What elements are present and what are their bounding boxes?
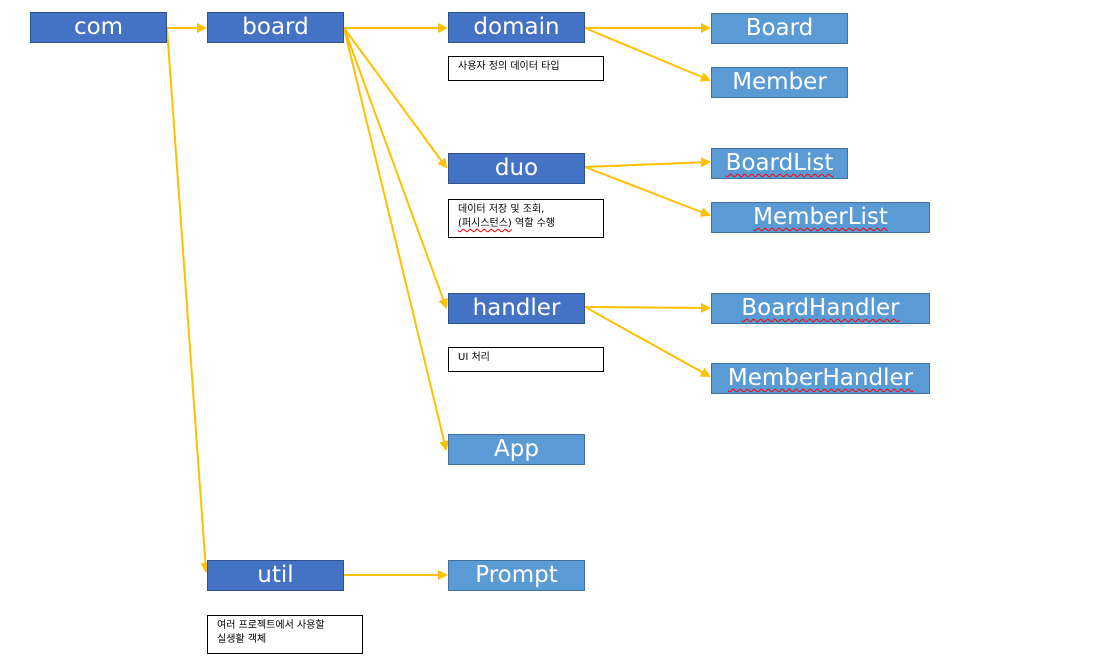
duo-node: duo bbox=[448, 153, 585, 184]
arrow-duo-to-memberlist bbox=[584, 166, 711, 217]
util-node: util bbox=[207, 560, 344, 591]
duo-note-line2: (퍼시스턴스) 역할 수행 bbox=[458, 217, 594, 231]
domain-note: 사용자 정의 데이터 타입 bbox=[448, 56, 604, 81]
arrow-handler-to-memberhandler bbox=[584, 306, 711, 377]
arrow-board-to-duo bbox=[343, 27, 448, 169]
arrow-board-to-handler bbox=[343, 27, 448, 309]
com-node: com bbox=[30, 12, 167, 43]
util-note: 여러 프로젝트에서 사용할 실생활 객체 bbox=[207, 615, 363, 654]
board-class-label: Board bbox=[745, 15, 814, 41]
util-note-line1: 여러 프로젝트에서 사용할 bbox=[217, 620, 325, 631]
duo-note-term: (퍼시스턴스) bbox=[458, 218, 512, 229]
app-node: App bbox=[448, 434, 585, 465]
arrow-board-to-app bbox=[343, 27, 449, 451]
duo-note: 데이터 저장 및 조회, (퍼시스턴스) 역할 수행 bbox=[448, 199, 604, 238]
boardhandler-class-node: BoardHandler bbox=[711, 293, 930, 324]
domain-note-text: 사용자 정의 데이터 타입 bbox=[458, 61, 560, 72]
duo-note-rest: 역할 수행 bbox=[511, 218, 555, 229]
boardlist-class-label: BoardList bbox=[725, 150, 834, 176]
com-node-label: com bbox=[73, 14, 124, 40]
boardlist-class-node: BoardList bbox=[711, 148, 848, 179]
duo-node-label: duo bbox=[494, 155, 539, 181]
board-class-node: Board bbox=[711, 13, 848, 44]
handler-node-label: handler bbox=[472, 295, 561, 321]
arrow-com-to-util bbox=[166, 27, 211, 573]
member-class-label: Member bbox=[732, 69, 827, 95]
arrow-handler-to-boardhandler bbox=[584, 302, 711, 313]
boardhandler-class-label: BoardHandler bbox=[741, 295, 900, 321]
memberhandler-class-node: MemberHandler bbox=[711, 363, 930, 394]
prompt-node: Prompt bbox=[448, 560, 585, 591]
memberlist-class-label: MemberList bbox=[753, 204, 888, 230]
util-node-label: util bbox=[257, 562, 294, 588]
handler-node: handler bbox=[448, 293, 585, 324]
memberlist-class-node: MemberList bbox=[711, 202, 930, 233]
memberhandler-class-label: MemberHandler bbox=[727, 365, 914, 391]
board-package-node: board bbox=[207, 12, 344, 43]
arrow-duo-to-boardlist bbox=[584, 157, 711, 168]
arrow-domain-to-member bbox=[584, 27, 711, 82]
prompt-node-label: Prompt bbox=[475, 562, 558, 588]
domain-node: domain bbox=[448, 12, 585, 43]
app-node-label: App bbox=[494, 436, 539, 462]
handler-note-text: UI 처리 bbox=[458, 352, 490, 363]
domain-node-label: domain bbox=[473, 14, 560, 40]
util-note-line2: 실생활 객체 bbox=[217, 634, 267, 645]
board-package-label: board bbox=[242, 14, 309, 40]
duo-note-line1: 데이터 저장 및 조회, bbox=[458, 204, 545, 215]
member-class-node: Member bbox=[711, 67, 848, 98]
handler-note: UI 처리 bbox=[448, 347, 604, 372]
